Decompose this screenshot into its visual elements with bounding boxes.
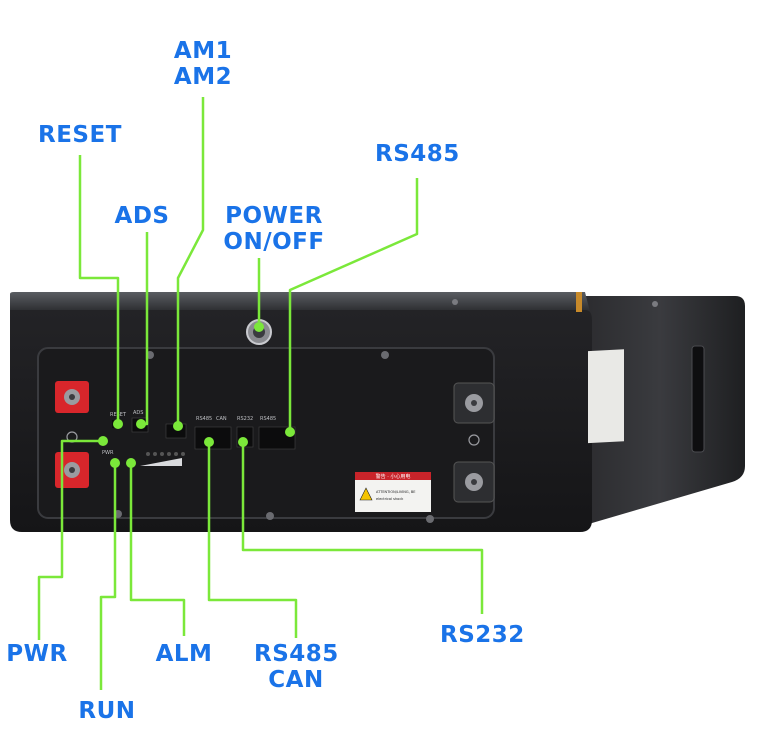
- right-terminal-top: [453, 382, 495, 424]
- panel-label-rs485-a: RS485: [196, 416, 212, 422]
- leader-alm: [129, 463, 186, 636]
- leader-pwr: [37, 439, 103, 640]
- leader-dots: [98, 322, 295, 468]
- callout-reset: RESET: [38, 122, 122, 148]
- warning-line1: ATTENTION/LIVING, BE: [376, 490, 415, 494]
- warning-header: 警告 · 小心用电: [376, 473, 411, 480]
- panel-label-rs485-b: RS485: [260, 416, 276, 422]
- callout-am1: AM1: [173, 38, 233, 64]
- callout-ads: ADS: [114, 203, 170, 229]
- leader-run: [99, 463, 117, 690]
- callout-pwr: PWR: [6, 641, 68, 667]
- callout-alm: ALM: [155, 641, 213, 667]
- callout-run: RUN: [78, 698, 136, 724]
- warning-sticker: 警告 · 小心用电 ATTENTION/LIVING, BE electrica…: [355, 472, 431, 512]
- soc-indicator-wedge: [140, 458, 182, 466]
- panel-label-ads: ADS: [133, 410, 143, 416]
- callout-power-onoff: POWER ON/OFF: [220, 203, 328, 255]
- right-terminal-bottom: [453, 461, 495, 503]
- leader-am: [176, 97, 205, 424]
- callout-rs485-top: RS485: [375, 141, 460, 167]
- negative-terminal-left: [55, 452, 89, 488]
- callout-am2: AM2: [173, 64, 233, 90]
- leader-lines: [37, 97, 484, 690]
- rs485-port-a[interactable]: [194, 426, 232, 450]
- leader-rs485-top: [288, 178, 419, 432]
- panel-label-pwr: PWR: [102, 450, 114, 456]
- callout-rs232: RS232: [440, 622, 525, 648]
- panel-label-can: CAN: [216, 416, 227, 422]
- leader-rs232: [241, 442, 484, 614]
- positive-terminal: [55, 381, 89, 413]
- callout-rs485-can-line2: CAN: [268, 667, 324, 693]
- leader-reset: [78, 155, 120, 424]
- panel-label-rs232: RS232: [237, 416, 253, 422]
- callout-onoff: ON/OFF: [223, 229, 325, 255]
- callout-am1-am2: AM1 AM2: [172, 38, 234, 90]
- callout-rs485-can: RS485 CAN: [254, 641, 338, 693]
- leader-rs485-can: [207, 442, 298, 638]
- warning-line2: electrical shock: [376, 497, 404, 501]
- minus-symbol: [468, 434, 480, 446]
- soc-led-bar: [146, 452, 185, 456]
- callout-rs485-can-line1: RS485: [254, 641, 339, 667]
- callout-power: POWER: [225, 203, 323, 229]
